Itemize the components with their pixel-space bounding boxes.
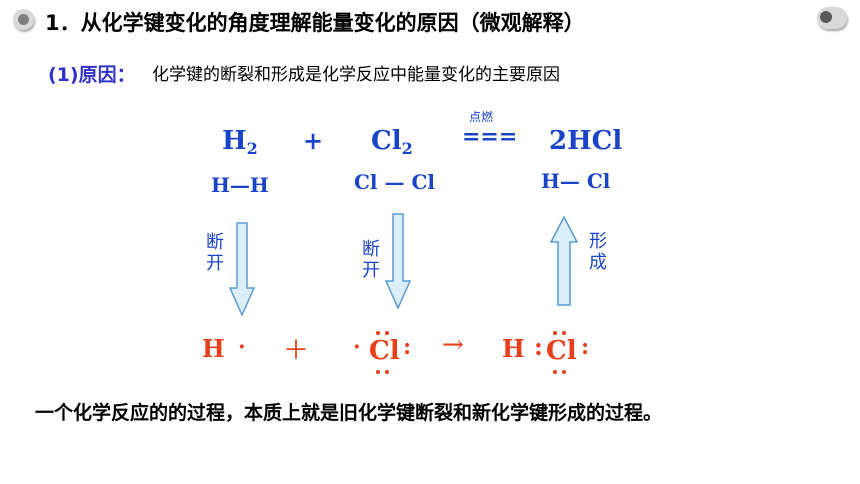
reaction-condition: 点燃 — [469, 110, 494, 124]
reason-text: 化学键的断裂和形成是化学反应中能量变化的主要原因 — [152, 65, 560, 85]
cl-electron-pair: : — [403, 334, 412, 360]
cl-bottom-electron — [385, 370, 389, 374]
h-electron-dot: · — [238, 334, 246, 360]
cl-atom: Cl — [369, 336, 400, 366]
h2-structure: H—H — [211, 173, 269, 197]
slide-title: 1．从化学键变化的角度理解能量变化的原因（微观解释） — [45, 11, 585, 35]
hcl-bottom-electron — [553, 370, 557, 374]
bullet-circle-icon — [13, 9, 34, 30]
hcl-bottom-electron — [562, 370, 566, 374]
reactant-h2: H2 — [222, 126, 258, 158]
hcl-top-electron — [562, 331, 566, 335]
shared-electron-pair: : — [534, 332, 543, 361]
reason-label: (1)原因： — [48, 64, 136, 86]
hcl-structure: H— Cl — [541, 169, 611, 193]
break-label-right: 断开 — [362, 239, 380, 281]
cl2-structure: Cl — Cl — [354, 170, 435, 194]
hcl-cl-atom: Cl — [546, 336, 577, 366]
hcl-h-atom: H — [502, 334, 525, 363]
toggle-icon[interactable] — [817, 7, 847, 29]
form-arrow-icon — [550, 216, 578, 306]
break-label-left: 断开 — [206, 232, 224, 274]
cl-electron-dot: · — [353, 334, 361, 360]
conclusion-text: 一个化学反应的的过程，本质上就是旧化学键断裂和新化学键形成的过程。 — [35, 402, 663, 424]
cl-top-electron — [385, 331, 389, 335]
reaction-arrow: → — [442, 330, 464, 360]
break-arrow-right-icon — [385, 213, 411, 309]
break-arrow-left-icon — [229, 222, 255, 316]
h-atom: H — [202, 334, 225, 363]
hcl-top-electron — [553, 331, 557, 335]
cl-bottom-electron — [376, 370, 380, 374]
plus-sign: + — [303, 126, 324, 155]
product-hcl: 2HCl — [549, 126, 623, 156]
plus-sign-red: ＋ — [283, 336, 310, 366]
form-label: 形成 — [589, 231, 607, 273]
equation-sign: === — [462, 124, 518, 150]
hcl-electron-pair: : — [581, 334, 590, 360]
reactant-cl2: Cl2 — [371, 126, 413, 158]
cl-top-electron — [376, 331, 380, 335]
